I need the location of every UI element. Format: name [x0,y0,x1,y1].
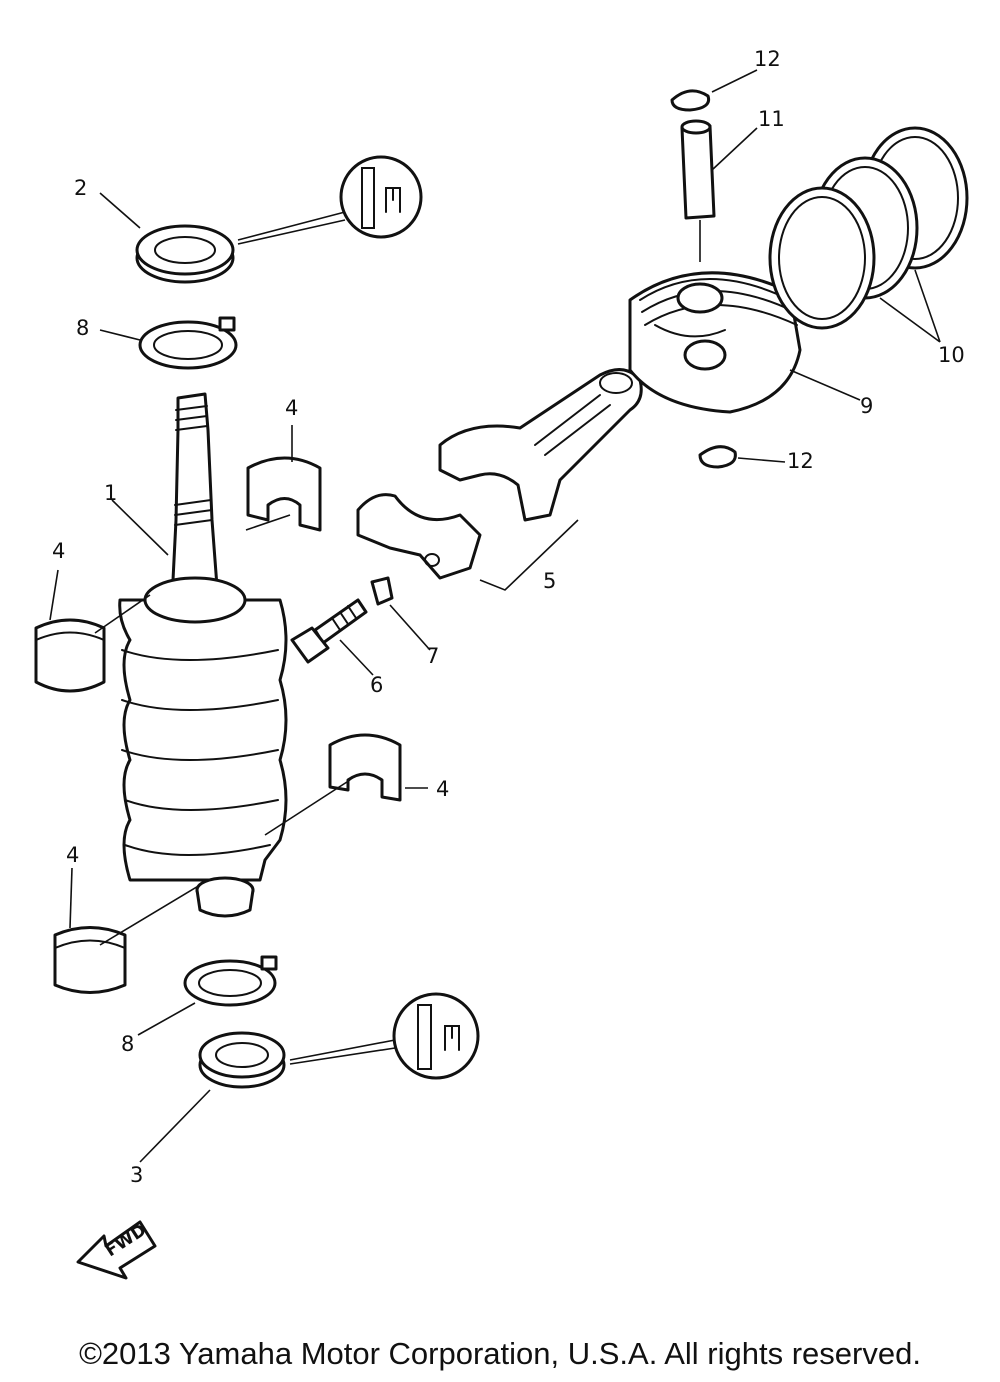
seal-detail-magnifier-top [237,155,423,245]
seal-detail-magnifier-bottom [289,992,480,1080]
forward-direction-arrow: FWD [76,1220,157,1280]
thrust-washer-bottom [183,955,278,1007]
circlip-bottom [698,445,737,469]
piston [628,271,802,414]
oil-seal-top [135,224,235,284]
callout-8-top: 8 [76,316,89,340]
connecting-rod [356,368,643,591]
callout-11: 11 [758,107,785,131]
rod-bolt [290,598,368,664]
leader-lines [49,69,941,1163]
callout-labels: 1 2 3 4 4 4 4 5 6 7 8 8 9 10 11 12 12 [52,47,965,1187]
callout-7: 7 [426,644,439,668]
bearing-half-mid-right [328,733,402,802]
callout-4-mid-right: 4 [436,777,449,801]
bearing-half-lower-left [53,926,127,994]
callout-9: 9 [860,394,873,418]
crankshaft [118,392,288,918]
callout-2: 2 [74,176,87,200]
oil-seal-bottom [198,1031,286,1089]
bearing-half-upper-right [246,456,322,532]
piston-rings [768,126,969,330]
rod-washer [370,576,394,606]
callout-12-top: 12 [754,47,781,71]
callout-10: 10 [938,343,965,367]
copyright-notice: ©2013 Yamaha Motor Corporation, U.S.A. A… [79,1336,921,1371]
callout-12-bottom: 12 [787,449,814,473]
callout-4-left: 4 [52,539,65,563]
callout-4-lower-left: 4 [66,843,79,867]
callout-5: 5 [543,569,556,593]
bearing-half-left [34,618,106,693]
callout-6: 6 [370,673,383,697]
callout-3: 3 [130,1163,143,1187]
thrust-washer-top [138,316,238,370]
callout-8-bottom: 8 [121,1032,134,1056]
piston-pin [680,119,716,220]
callout-1: 1 [104,481,117,505]
callout-4-upper-right: 4 [285,396,298,420]
circlip-top [670,89,711,112]
